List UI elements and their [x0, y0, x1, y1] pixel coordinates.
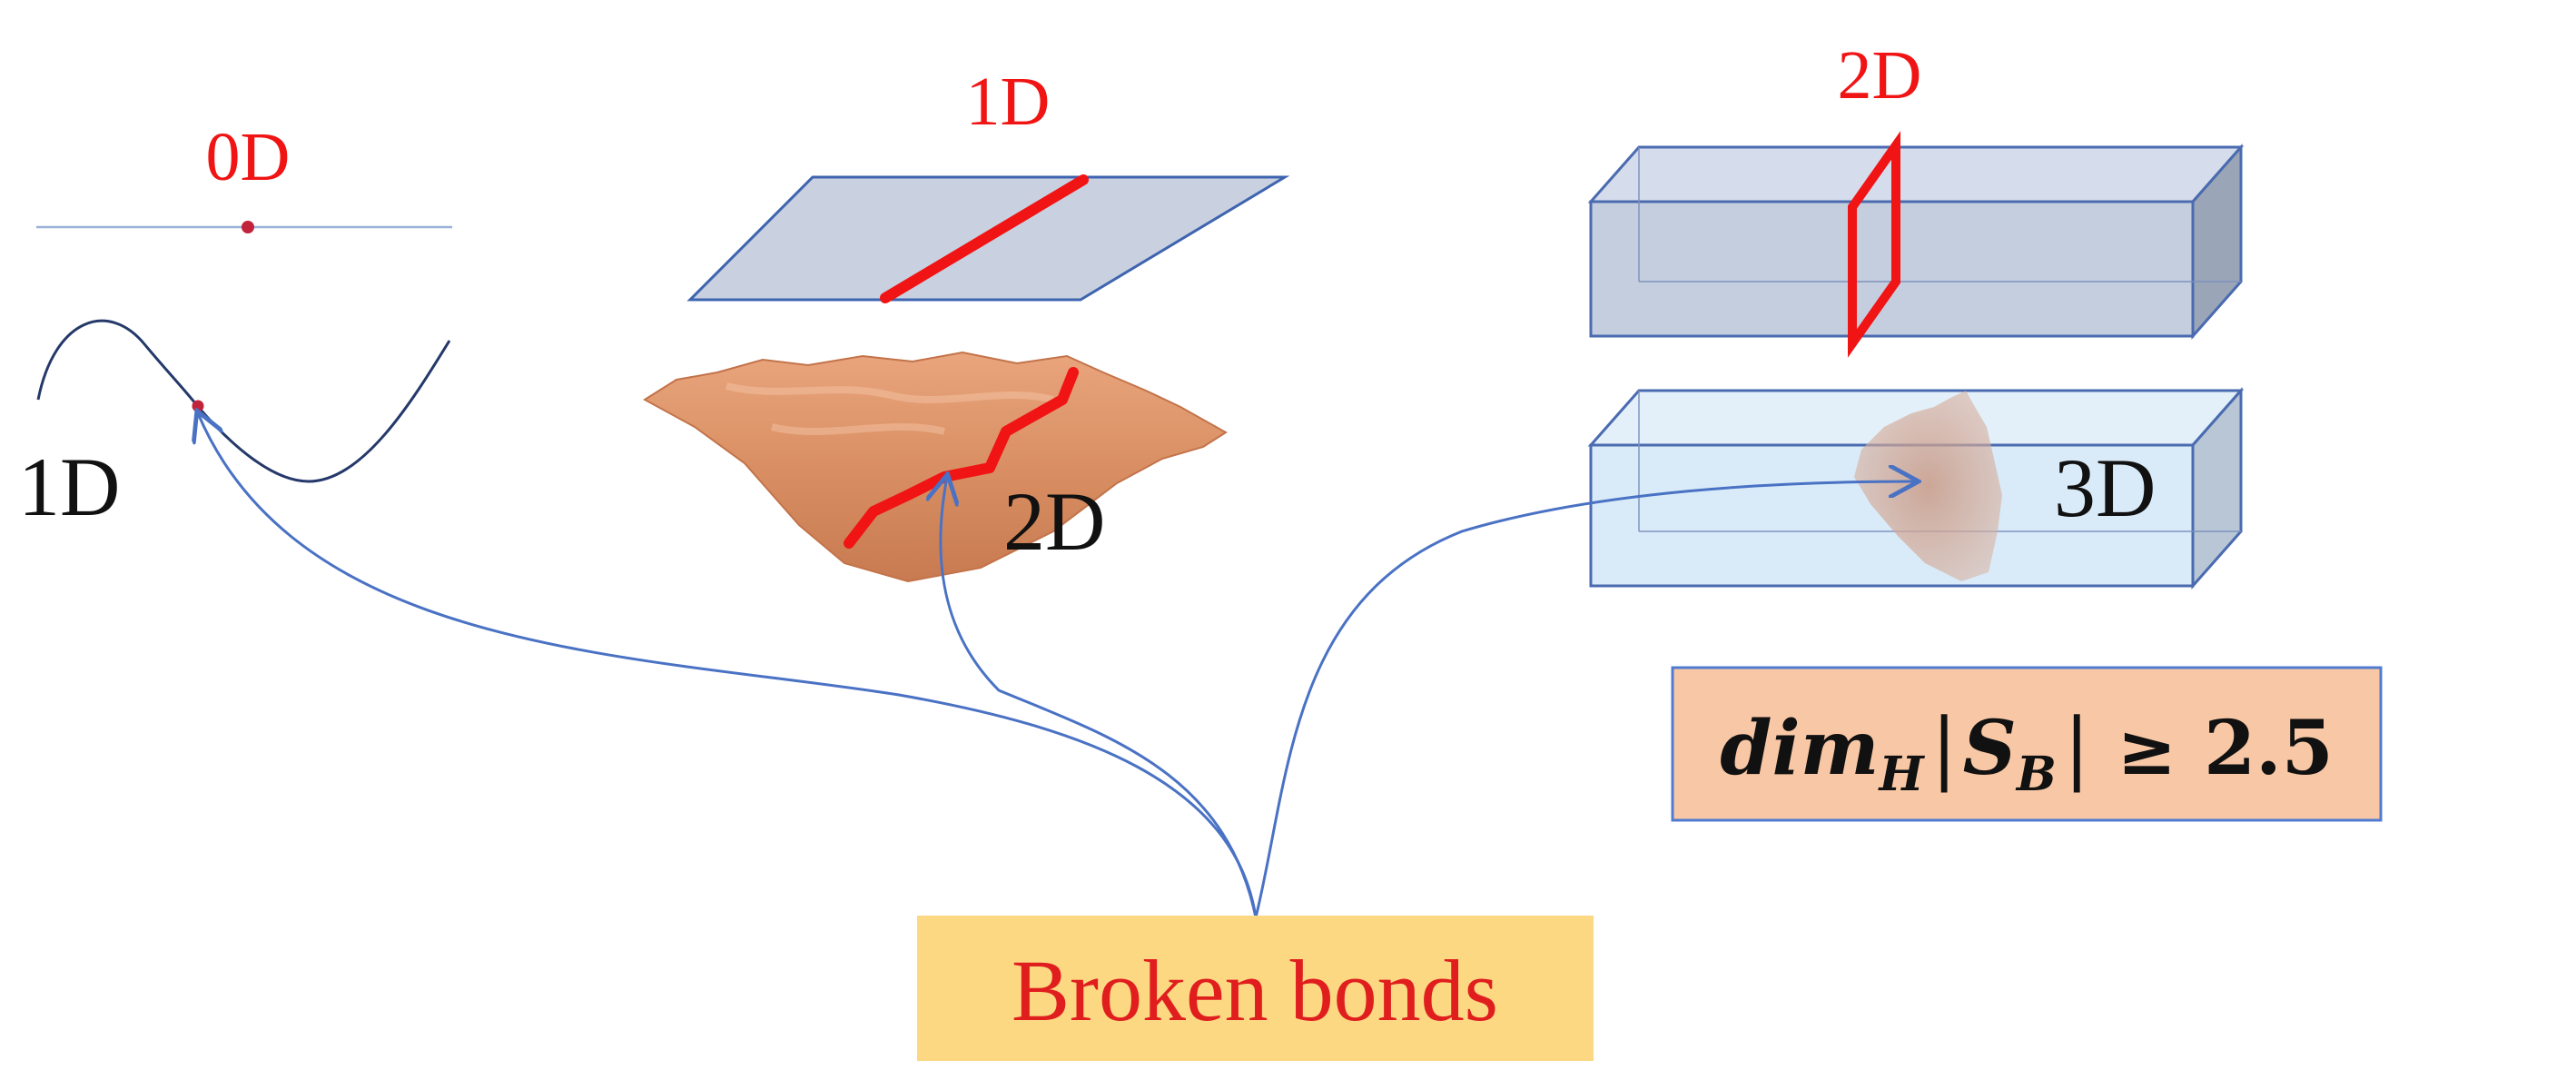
formula-value: 2.5 — [2204, 705, 2334, 792]
arrow-group — [198, 413, 1916, 918]
surface-fracture-line — [844, 367, 1079, 549]
formula-sub-b: B — [2015, 747, 2057, 802]
arrow-to-surface-fracture — [941, 477, 1258, 918]
label-1d-curve: 1D — [18, 441, 120, 533]
label-2d-box: 2D — [1838, 37, 1922, 114]
formula-base: dim — [1720, 705, 1879, 792]
label-0d: 0D — [206, 119, 291, 195]
formula-text: dimH|SB|≥2.5 — [1720, 702, 2334, 802]
caption-text: Broken bonds — [1012, 942, 1498, 1039]
caption-box: Broken bonds — [917, 916, 1594, 1061]
formula-var: S — [1963, 705, 2017, 792]
one-d-plane-group: 1D 2D — [643, 64, 1290, 583]
box-group: 2D 3D — [1587, 37, 2245, 590]
caption-background — [917, 916, 1594, 1061]
label-2d-surface: 2D — [1003, 475, 1105, 568]
zero-d-group: 0D 1D — [18, 119, 452, 533]
curve-point — [192, 400, 204, 412]
formula-background — [1671, 666, 2383, 822]
rough-surface — [643, 351, 1228, 583]
volume-region — [1854, 391, 2002, 581]
formula-bar-left: | — [1931, 702, 1958, 793]
plane-fracture-line — [880, 174, 1089, 303]
formula-bar-right: | — [2064, 702, 2090, 793]
arrow-to-curve-point — [198, 413, 1258, 918]
formula-relation: ≥ — [2117, 708, 2176, 791]
box-cross-section — [1848, 131, 1900, 358]
label-3d-box: 3D — [2054, 441, 2156, 534]
label-1d-plane: 1D — [966, 64, 1051, 140]
formula-sub-h: H — [1877, 747, 1925, 802]
formula-box: dimH|SB|≥2.5 — [1671, 666, 2383, 822]
solid-box-top — [1587, 145, 2245, 203]
surface-shade — [725, 382, 1054, 435]
zero-d-point — [242, 221, 254, 233]
arrow-to-volume-region — [1254, 481, 1916, 918]
